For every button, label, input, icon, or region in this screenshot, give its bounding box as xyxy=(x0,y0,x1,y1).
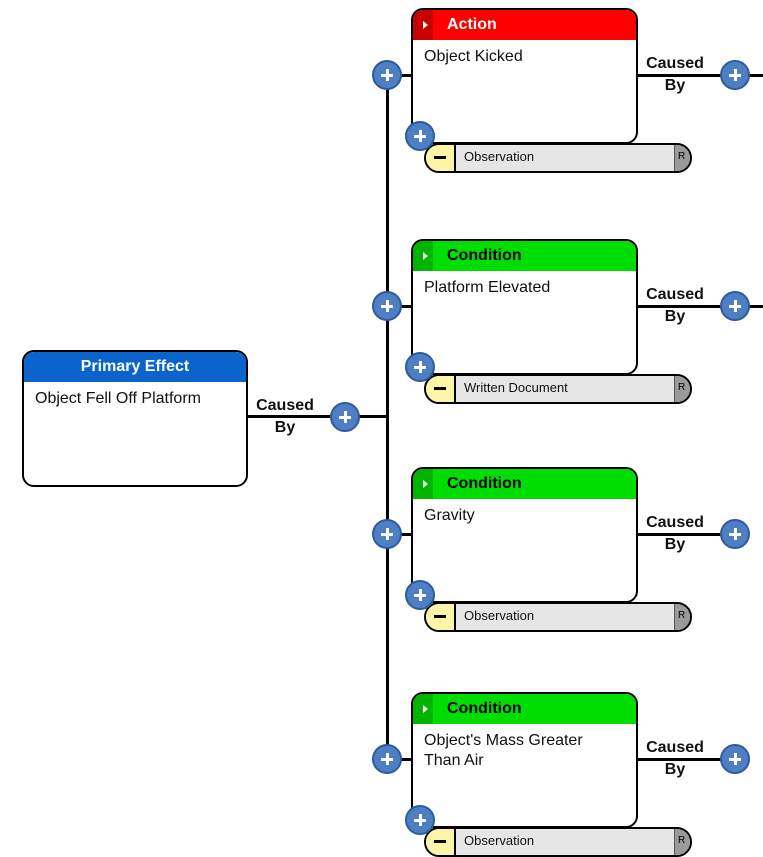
add-evidence-button[interactable] xyxy=(405,805,435,835)
collapse-evidence-button[interactable] xyxy=(426,829,456,855)
add-sibling-cause-button[interactable] xyxy=(372,60,402,90)
caused-by-label: Caused By xyxy=(256,397,314,436)
evidence-end-cap: R xyxy=(674,604,690,630)
cause-node-platform-elevated[interactable]: Condition Platform Elevated xyxy=(411,239,638,375)
evidence-bar[interactable]: Observation R xyxy=(424,602,692,632)
cause-node-gravity[interactable]: Condition Gravity xyxy=(411,467,638,603)
cause-text[interactable]: Object's Mass Greater Than Air xyxy=(424,732,583,769)
cause-type-label: Condition xyxy=(447,247,522,264)
cause-type-label: Condition xyxy=(447,475,522,492)
add-evidence-button[interactable] xyxy=(405,352,435,382)
add-evidence-button[interactable] xyxy=(405,121,435,151)
collapse-evidence-button[interactable] xyxy=(426,376,456,402)
caused-by-label: Caused By xyxy=(646,514,704,553)
add-sibling-cause-button[interactable] xyxy=(372,291,402,321)
expand-arrow-icon[interactable] xyxy=(413,469,433,499)
evidence-end-cap: R xyxy=(674,376,690,402)
cause-type-label: Action xyxy=(447,16,497,33)
evidence-label: Written Document xyxy=(464,380,568,395)
collapse-evidence-button[interactable] xyxy=(426,145,456,171)
cause-node-object-kicked[interactable]: Action Object Kicked xyxy=(411,8,638,144)
evidence-label: Observation xyxy=(464,833,535,848)
condition-header: Condition xyxy=(413,469,636,499)
primary-effect-text[interactable]: Object Fell Off Platform xyxy=(35,390,201,407)
primary-effect-header: Primary Effect xyxy=(24,352,246,382)
caused-by-label: Caused By xyxy=(646,286,704,325)
primary-effect-title: Primary Effect xyxy=(80,358,190,375)
evidence-bar[interactable]: Observation R xyxy=(424,827,692,857)
expand-arrow-icon[interactable] xyxy=(413,241,433,271)
collapse-evidence-button[interactable] xyxy=(426,604,456,630)
add-sibling-cause-button[interactable] xyxy=(372,519,402,549)
evidence-bar[interactable]: Written Document R xyxy=(424,374,692,404)
main-connector xyxy=(247,415,387,418)
add-cause-button[interactable] xyxy=(720,744,750,774)
vertical-trunk xyxy=(386,74,389,760)
add-cause-button[interactable] xyxy=(330,402,360,432)
evidence-end-cap: R xyxy=(674,145,690,171)
cause-1-out-connector xyxy=(637,74,763,77)
add-cause-button[interactable] xyxy=(720,60,750,90)
expand-arrow-icon[interactable] xyxy=(413,10,433,40)
cause-3-out-connector xyxy=(637,533,737,536)
evidence-label: Observation xyxy=(464,149,535,164)
cause-type-label: Condition xyxy=(447,700,522,717)
cause-4-out-connector xyxy=(637,758,737,761)
add-evidence-button[interactable] xyxy=(405,580,435,610)
expand-arrow-icon[interactable] xyxy=(413,694,433,724)
evidence-end-cap: R xyxy=(674,829,690,855)
action-header: Action xyxy=(413,10,636,40)
evidence-label: Observation xyxy=(464,608,535,623)
cause-2-out-connector xyxy=(637,305,763,308)
condition-header: Condition xyxy=(413,241,636,271)
evidence-bar[interactable]: Observation R xyxy=(424,143,692,173)
cause-text[interactable]: Gravity xyxy=(424,507,475,524)
condition-header: Condition xyxy=(413,694,636,724)
primary-effect-node[interactable]: Primary Effect Object Fell Off Platform xyxy=(22,350,248,487)
caused-by-label: Caused By xyxy=(646,739,704,778)
add-sibling-cause-button[interactable] xyxy=(372,744,402,774)
cause-node-object-mass[interactable]: Condition Object's Mass Greater Than Air xyxy=(411,692,638,828)
cause-text[interactable]: Object Kicked xyxy=(424,48,523,65)
add-cause-button[interactable] xyxy=(720,291,750,321)
caused-by-label: Caused By xyxy=(646,55,704,94)
add-cause-button[interactable] xyxy=(720,519,750,549)
cause-text[interactable]: Platform Elevated xyxy=(424,279,551,296)
